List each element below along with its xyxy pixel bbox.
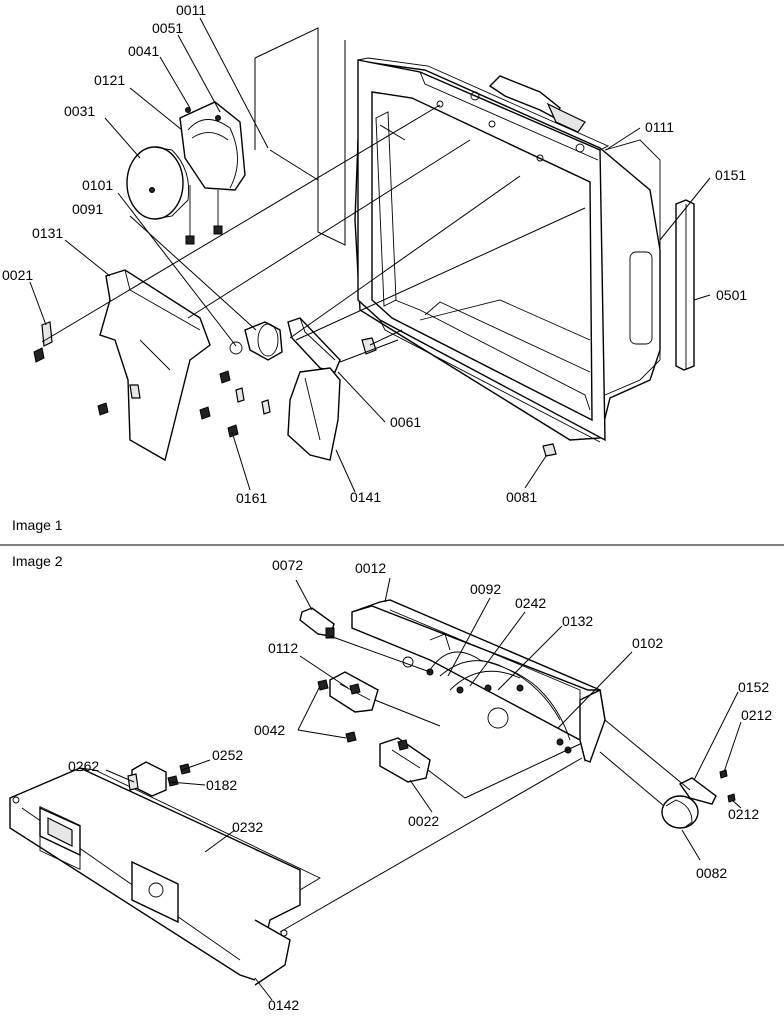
label-0091: 0091 [72, 201, 103, 217]
front-panel[interactable] [9, 767, 321, 986]
label-0072: 0072 [272, 557, 303, 573]
left-duct[interactable] [99, 269, 211, 462]
label-0232: 0232 [232, 819, 263, 835]
label-0212-bottom: 0212 [728, 806, 759, 822]
section-title-image-2: Image 2 [12, 553, 63, 569]
label-0101: 0101 [82, 177, 113, 193]
label-0031: 0031 [64, 103, 95, 119]
label-0011: 0011 [176, 2, 206, 18]
label-0132: 0132 [562, 613, 593, 629]
hardware-screws [33, 321, 557, 457]
switch-0022[interactable] [345, 731, 431, 783]
label-0061: 0061 [390, 414, 421, 430]
fan-blade[interactable] [229, 321, 283, 361]
motor-bracket[interactable] [179, 101, 246, 245]
label-0151: 0151 [715, 167, 746, 183]
image-1-assembly: 0011 0051 0041 0121 0031 0111 0151 0101 … [2, 2, 747, 533]
label-0131: 0131 [32, 225, 63, 241]
image-1-labels: 0011 0051 0041 0121 0031 0111 0151 0101 … [2, 2, 747, 506]
fan-motor[interactable] [126, 146, 190, 220]
label-0021: 0021 [2, 267, 33, 283]
label-0082: 0082 [696, 865, 727, 881]
label-0262: 0262 [68, 758, 99, 774]
panel-switch[interactable] [127, 761, 191, 797]
image-2-leader-lines [105, 577, 742, 1001]
label-0121: 0121 [94, 72, 125, 88]
right-duct[interactable] [287, 367, 341, 461]
switch-0112[interactable] [317, 671, 379, 713]
label-0212-top: 0212 [741, 707, 772, 723]
label-0112: 0112 [268, 640, 298, 656]
label-0141: 0141 [350, 489, 381, 505]
label-0012: 0012 [355, 560, 386, 576]
image-2-labels: 0072 0012 0092 0242 0132 0102 0112 0152 … [68, 557, 772, 1013]
label-0152: 0152 [738, 679, 769, 695]
label-0022: 0022 [408, 813, 439, 829]
sensor-0072[interactable] [299, 607, 335, 639]
image-1-leader-lines [29, 17, 711, 493]
housing-frame[interactable] [354, 57, 661, 443]
label-0142: 0142 [268, 997, 299, 1013]
label-0111: 0111 [645, 119, 674, 135]
label-0051: 0051 [152, 20, 183, 36]
label-0042: 0042 [254, 722, 285, 738]
label-0182: 0182 [206, 777, 237, 793]
label-0501: 0501 [716, 287, 747, 303]
damper-bracket[interactable] [287, 317, 377, 373]
label-0081: 0081 [506, 489, 537, 505]
label-0161: 0161 [236, 490, 267, 506]
label-0092: 0092 [470, 581, 501, 597]
label-0242: 0242 [515, 595, 546, 611]
image-2-assembly: Image 2 [9, 553, 772, 1013]
label-0102: 0102 [632, 635, 663, 651]
section-title-image-1: Image 1 [12, 517, 63, 533]
control-knob[interactable] [661, 795, 699, 829]
label-0041: 0041 [128, 43, 159, 59]
label-0252: 0252 [212, 747, 243, 763]
vertical-bar[interactable] [675, 199, 695, 371]
